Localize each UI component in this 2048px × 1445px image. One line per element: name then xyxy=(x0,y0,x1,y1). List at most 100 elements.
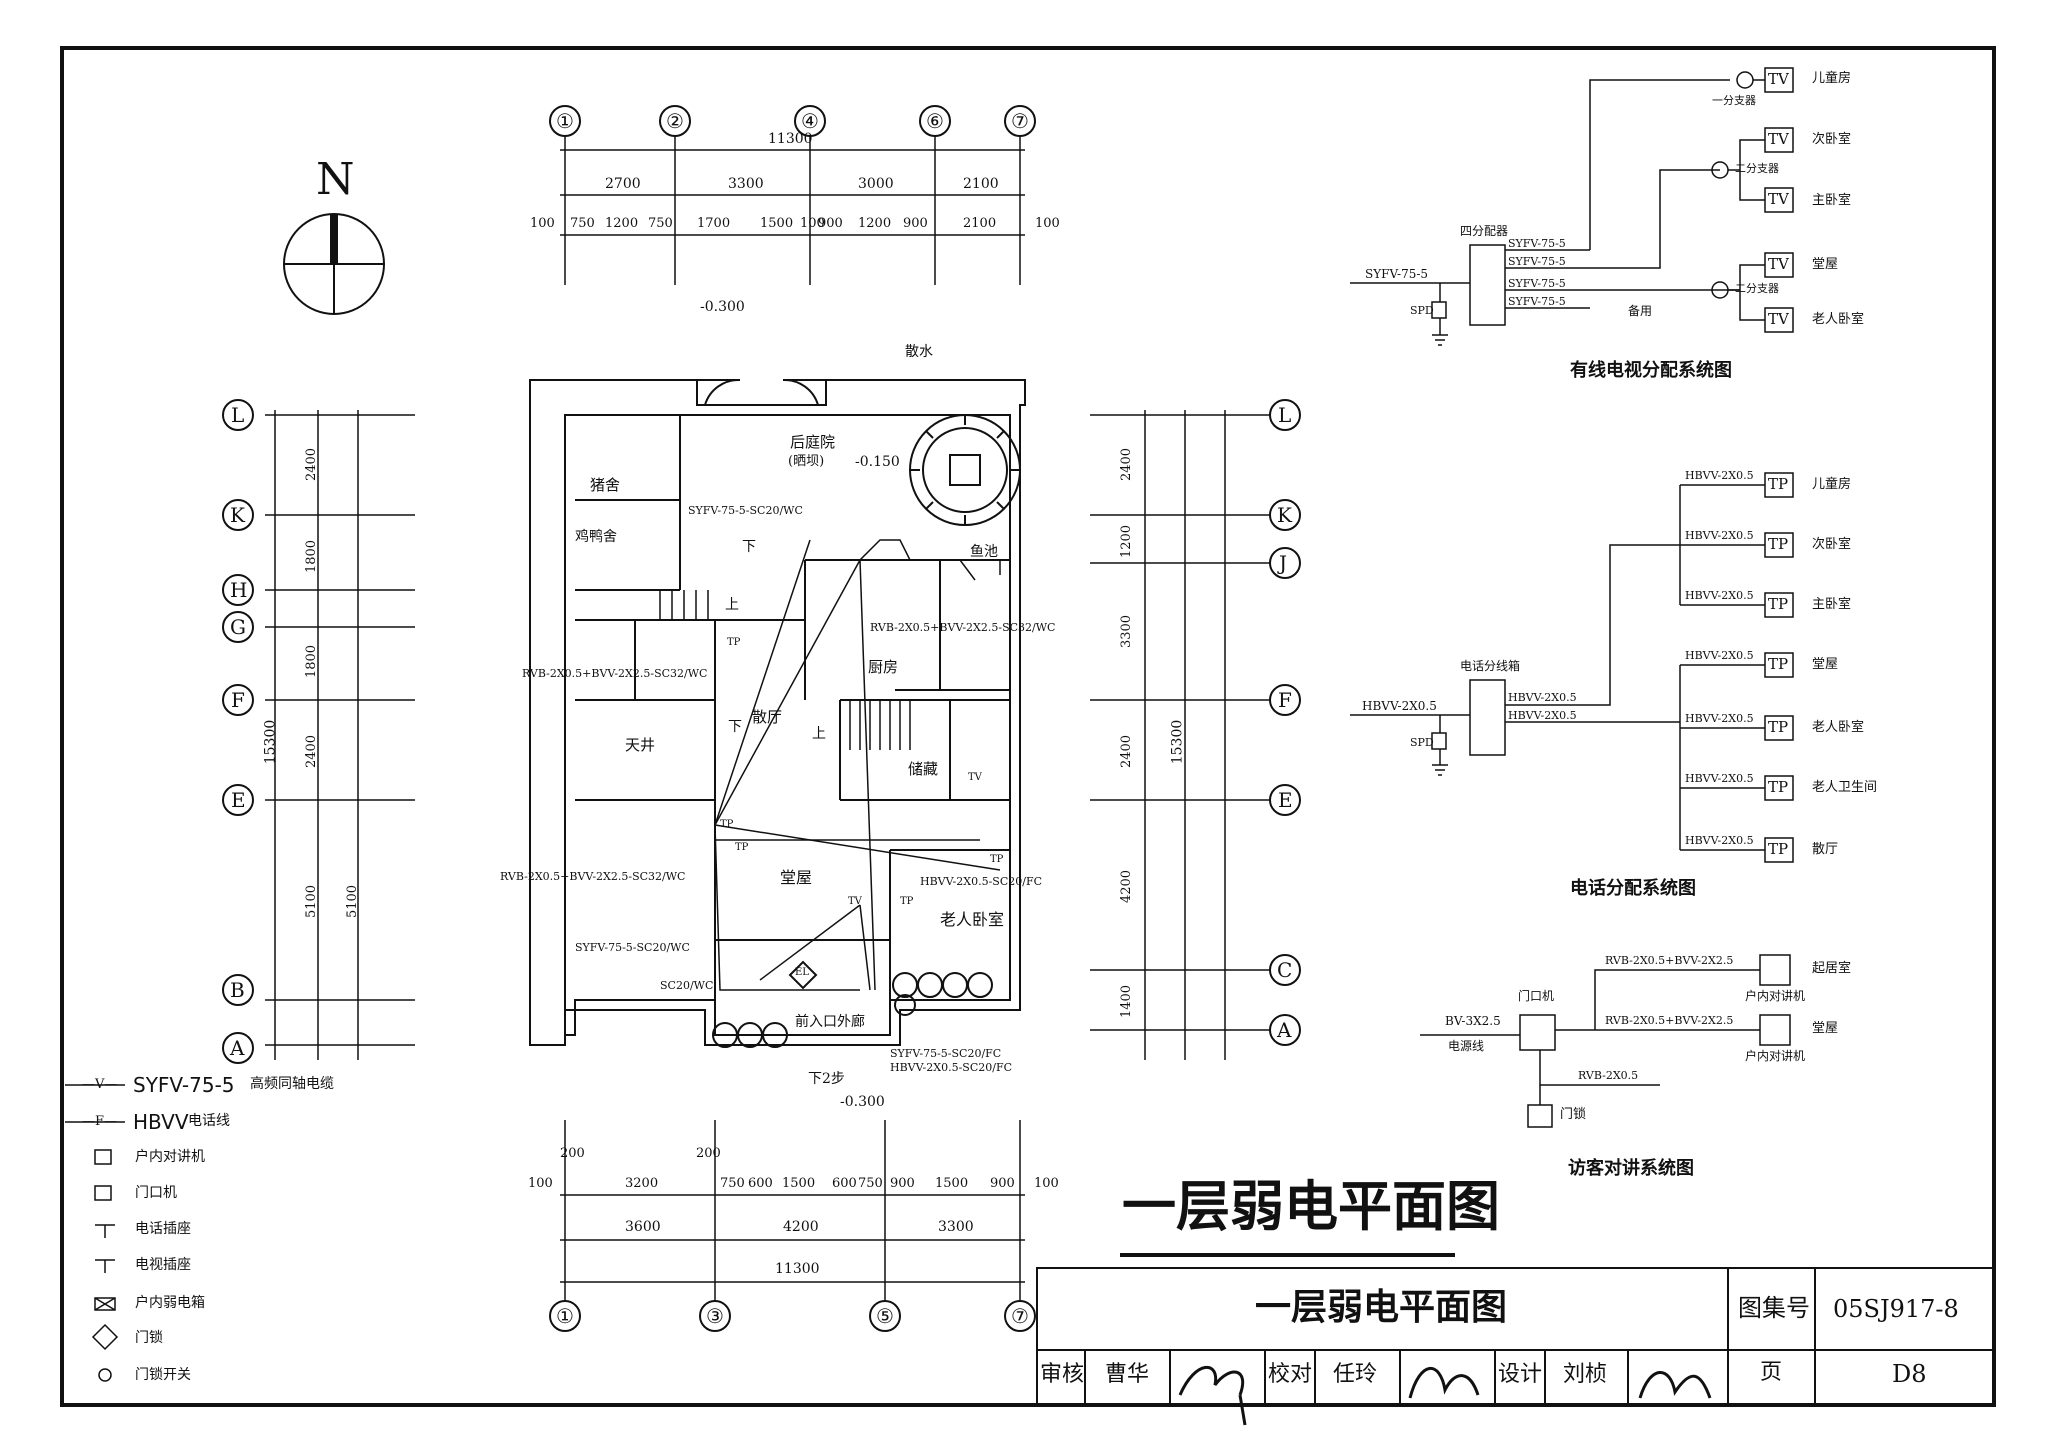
tel-spd: SPD xyxy=(1410,736,1434,749)
tv-room: 次卧室 xyxy=(1812,132,1852,147)
tel-room: 老人卧室 xyxy=(1812,720,1865,735)
atlas-label: 图集号 xyxy=(1738,1294,1810,1322)
left-dimensions xyxy=(265,410,415,1060)
tel-room: 儿童房 xyxy=(1812,477,1852,492)
tv-branch-cable: SYFV-75-5 xyxy=(1508,295,1566,308)
tv-input-cable: SYFV-75-5 xyxy=(1365,267,1429,281)
axis-left-F: F xyxy=(231,688,245,712)
legend-item: 户内弱电箱 xyxy=(135,1295,205,1311)
tv-outlet: TV xyxy=(1768,70,1789,88)
dim-bottom-total: 11300 xyxy=(775,1261,820,1277)
dim-top-fine: 1200 xyxy=(605,216,639,231)
axis-right-E: E xyxy=(1278,788,1293,812)
review-label: 审核 xyxy=(1040,1362,1085,1387)
outlet-tag: TV xyxy=(848,896,862,907)
intercom-lock-cable: RVB-2X0.5 xyxy=(1578,1069,1639,1082)
room-label: (晒坝) xyxy=(788,454,825,469)
page-label: 页 xyxy=(1760,1360,1783,1385)
tel-system-lines xyxy=(1350,472,1794,863)
axis-top-1: ① xyxy=(556,109,574,133)
dim-bottom-mid: 3600 xyxy=(625,1219,661,1235)
outlet-tag: TV xyxy=(968,772,982,783)
tel-outlet: TP xyxy=(1768,840,1789,858)
room-label: 厨房 xyxy=(868,658,899,676)
tel-room: 堂屋 xyxy=(1812,657,1839,672)
tel-outlet: TP xyxy=(1768,475,1789,493)
dim-bottom-fine: 100 xyxy=(528,1176,553,1191)
reviewer-signature xyxy=(1178,1366,1247,1426)
dim-top-fine: 2100 xyxy=(963,216,997,231)
cable-label: SYFV-75-5-SC20/WC xyxy=(688,504,803,517)
north-compass xyxy=(283,213,385,315)
dim-bottom-fine: 100 xyxy=(1034,1176,1059,1191)
outlet-tag: TP xyxy=(990,854,1004,865)
axis-right-L: L xyxy=(1278,403,1292,427)
north-label: N xyxy=(316,154,355,205)
room-label: 猪舍 xyxy=(590,476,621,494)
axis-left-E: E xyxy=(231,788,246,812)
dim-bottom-fine: 1500 xyxy=(935,1176,969,1191)
tel-room: 次卧室 xyxy=(1812,537,1852,552)
legend-item: 电话插座 xyxy=(135,1221,191,1237)
legend-item: 门锁 xyxy=(135,1330,163,1346)
tel-branch-cable: HBVV-2X0.5 xyxy=(1685,772,1754,785)
axis-bubbles xyxy=(222,105,1301,1332)
dim-top-total: 11300 xyxy=(768,131,813,147)
axis-bottom-5: ⑤ xyxy=(876,1304,894,1328)
legend-item: 门锁开关 xyxy=(135,1367,191,1383)
right-dimensions xyxy=(1090,410,1270,1060)
dim-top-fine: 1500 xyxy=(760,216,794,231)
axis-top-6: ⑥ xyxy=(926,109,944,133)
tel-system-title: 电话分配系统图 xyxy=(1570,878,1696,899)
axis-left-G: G xyxy=(230,615,246,639)
dim-top-fine: 1700 xyxy=(697,216,731,231)
axis-left-B: B xyxy=(230,978,245,1002)
axis-right-K: K xyxy=(1277,503,1292,527)
designer-signature xyxy=(1638,1371,1712,1399)
dim-top-mid: 2100 xyxy=(963,176,999,192)
dim-bottom-fine: 600 xyxy=(832,1176,857,1191)
tv-branch-cable: SYFV-75-5 xyxy=(1508,255,1566,268)
dim-top-mid: 3300 xyxy=(728,176,764,192)
cable-label: HBVV-2X0.5-SC20/FC xyxy=(920,875,1043,888)
main-title: 一层弱电平面图 xyxy=(1122,1175,1500,1238)
top-dimensions xyxy=(560,135,1025,285)
room-label: 上 xyxy=(812,726,826,742)
axis-left-L: L xyxy=(231,403,245,427)
tv-system-title: 有线电视分配系统图 xyxy=(1570,360,1732,381)
elevation-label: -0.150 xyxy=(855,454,900,470)
cable-label: SYFV-75-5-SC20/FC xyxy=(890,1047,1002,1060)
dim-bottom-fine: 750 xyxy=(720,1176,745,1191)
tv-outlet: TV xyxy=(1768,190,1789,208)
outlet-tag: TP xyxy=(900,896,914,907)
outlet-tag: EL xyxy=(795,967,809,978)
intercom-system-lines xyxy=(1420,954,1791,1128)
tel-room: 主卧室 xyxy=(1812,597,1852,612)
axis-top-2: ② xyxy=(666,109,684,133)
axis-right-A: A xyxy=(1277,1018,1292,1042)
cable-label: SYFV-75-5-SC20/WC xyxy=(575,941,690,954)
legend-cable-name: HBVV xyxy=(133,1110,189,1134)
axis-bottom-3: ③ xyxy=(706,1304,724,1328)
room-label: 鱼池 xyxy=(970,544,998,560)
room-label: 散水 xyxy=(905,344,933,360)
tv-outlet: TV xyxy=(1768,255,1789,273)
dim-top-mid: 3000 xyxy=(858,176,894,192)
room-label: 下2步 xyxy=(808,1071,845,1087)
dim-top-fine: 100 xyxy=(1035,216,1060,231)
intercom-indoor: 户内对讲机 xyxy=(1745,1049,1806,1063)
intercom-door-unit: 门口机 xyxy=(1518,989,1555,1003)
floor-plan xyxy=(529,378,1026,1048)
checker-signature xyxy=(1408,1367,1480,1399)
tel-branch-cable: HBVV-2X0.5 xyxy=(1685,589,1754,602)
legend-desc: 高频同轴电缆 xyxy=(250,1076,334,1092)
dim-top-fine: 750 xyxy=(648,216,673,231)
cable-label: RVB-2X0.5+BVV-2X2.5-SC32/WC xyxy=(870,621,1056,634)
dim-top-fine: 100 xyxy=(530,216,555,231)
room-label: 散厅 xyxy=(752,708,783,726)
outlet-tag: TP xyxy=(735,842,749,853)
room-label: 天井 xyxy=(625,736,656,754)
tel-box: 电话分线箱 xyxy=(1460,659,1521,673)
dim-top-fine: 750 xyxy=(570,216,595,231)
cable-label: RVB-2X0.5+BVV-2X2.5-SC32/WC xyxy=(522,667,708,680)
